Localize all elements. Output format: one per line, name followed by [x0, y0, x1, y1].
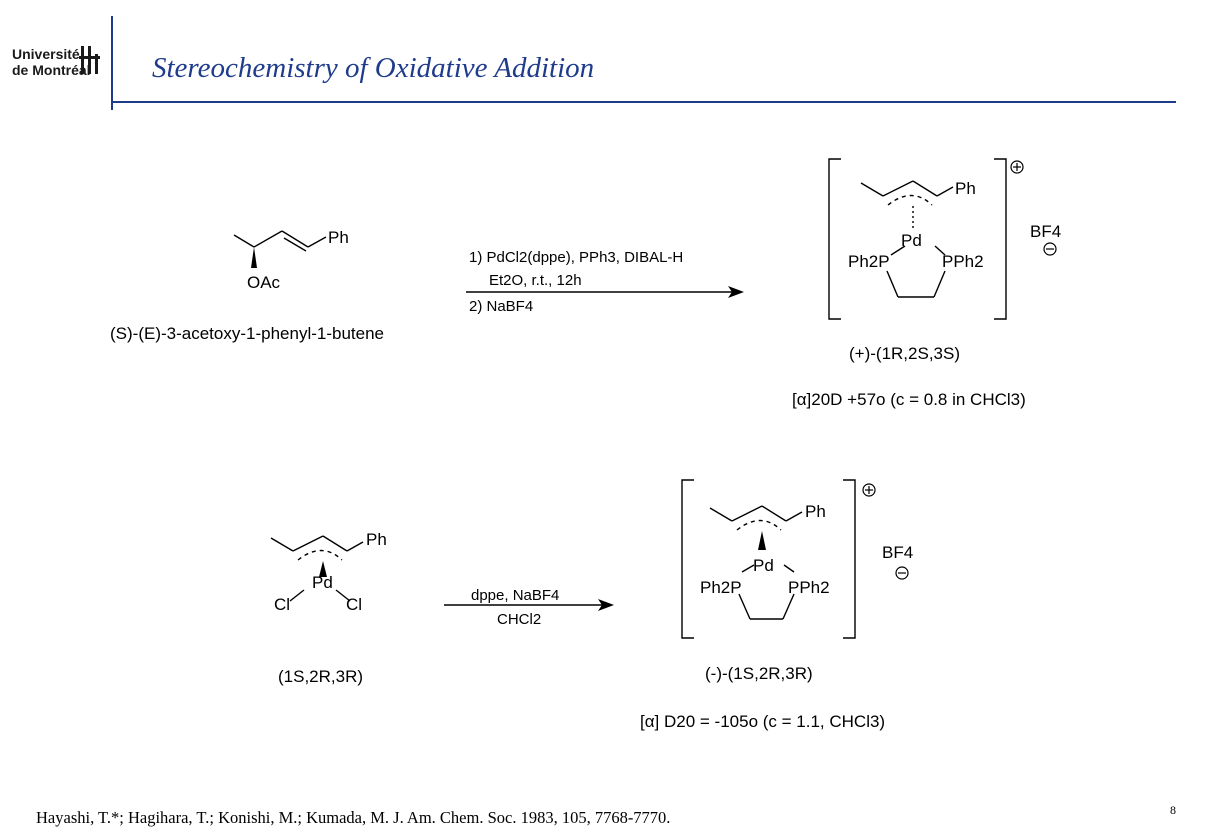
scheme2-product-wedge	[758, 531, 766, 550]
scheme1-rotation: [α]20D +57o (c = 0.8 in CHCl3)	[792, 390, 1026, 409]
header-vertical-rule	[111, 16, 113, 110]
scheme1-substrate-name: (S)-(E)-3-acetoxy-1-phenyl-1-butene	[110, 324, 384, 343]
scheme2-substrate-ph: Ph	[366, 530, 387, 549]
scheme2-product-brackets	[681, 479, 856, 639]
scheme1-arrowhead	[728, 286, 744, 298]
scheme1-substrate	[233, 230, 327, 252]
scheme2-substrate-wedge	[319, 561, 327, 577]
scheme1-conditions-1: 1) PdCl2(dppe), PPh3, DIBAL-H	[469, 249, 683, 266]
scheme2-product-skeleton	[709, 505, 803, 620]
scheme2-product-p-left: Ph2P	[700, 578, 742, 597]
scheme2-product-p-right: PPh2	[788, 578, 830, 597]
scheme1-substrate-ph: Ph	[328, 228, 349, 247]
scheme2-substrate-pd: Pd	[312, 573, 333, 592]
scheme2-product-ph: Ph	[805, 502, 826, 521]
scheme1-product-p-right: PPh2	[942, 252, 984, 271]
scheme1-product-skeleton	[860, 180, 954, 298]
scheme1-counterion: BF4	[1030, 222, 1061, 241]
scheme1-positive-charge-icon	[1010, 160, 1024, 174]
citation-reference: Hayashi, T.*; Hagihara, T.; Konishi, M.;…	[36, 808, 671, 827]
scheme1-product-ph: Ph	[955, 179, 976, 198]
scheme1-negative-charge-icon	[1043, 242, 1057, 256]
page-number: 8	[1170, 803, 1176, 817]
logo-line-1: Université	[12, 46, 80, 62]
scheme1-product-pd: Pd	[901, 231, 922, 250]
scheme2-rotation: [α] D20 = -105o (c = 1.1, CHCl3)	[640, 712, 885, 731]
scheme2-substrate-skeleton	[270, 535, 364, 602]
scheme1-conditions-2: Et2O, r.t., 12h	[489, 272, 582, 289]
slide-title: Stereochemistry of Oxidative Addition	[152, 52, 595, 84]
scheme1-product-p-left: Ph2P	[848, 252, 890, 271]
scheme2-product-pd: Pd	[753, 556, 774, 575]
logo-line-2: de Montréal	[12, 62, 91, 78]
scheme2-substrate-cl-left: Cl	[274, 595, 290, 614]
scheme2-conditions-2: CHCl2	[497, 611, 541, 628]
university-logo-text: Université de Montréal	[12, 46, 91, 78]
scheme2-counterion: BF4	[882, 543, 913, 562]
scheme2-substrate-cl-right: Cl	[346, 595, 362, 614]
header-horizontal-rule	[112, 101, 1176, 103]
scheme1-conditions-3: 2) NaBF4	[469, 298, 533, 315]
scheme2-substrate-label: (1S,2R,3R)	[278, 667, 363, 686]
scheme2-negative-charge-icon	[895, 566, 909, 580]
scheme1-product-brackets	[828, 158, 1007, 320]
scheme1-substrate-oac: OAc	[247, 273, 281, 292]
university-logo-icon	[79, 46, 100, 74]
scheme2-positive-charge-icon	[862, 483, 876, 497]
scheme2-arrowhead	[598, 599, 614, 611]
scheme2-conditions-1: dppe, NaBF4	[471, 587, 559, 604]
scheme2-product-label: (-)-(1S,2R,3R)	[705, 664, 813, 683]
scheme1-product-label: (+)-(1R,2S,3S)	[849, 344, 960, 363]
wedge-bond	[251, 247, 257, 268]
